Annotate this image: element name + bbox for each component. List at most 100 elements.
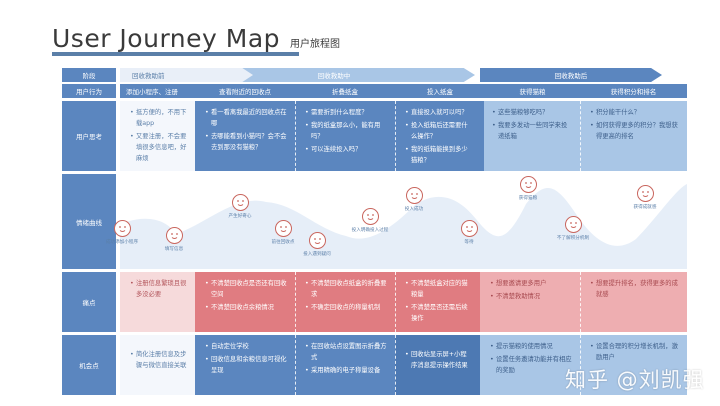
emotion-curve: [120, 184, 687, 269]
thinking-cell-6: 积分能干什么？ 如何获得更多的积分？我想获得更高的排名: [580, 101, 687, 171]
opportunity-item: 提示猫粮的使用情况: [490, 341, 572, 352]
title-underline: [52, 52, 299, 56]
emotion-face-icon: [232, 194, 249, 211]
stage-before: 回收救助前: [120, 68, 253, 82]
emotion-label: 获得猫粮: [518, 196, 538, 201]
thinking-cell-4: 直接投入就可以吗？ 投入纸箱后还需要什么操作？ 我的纸箱能换到多少猫粮？: [395, 101, 480, 171]
thinking-cell-2: 看一看离我最近的回收点在哪 去哪能看到小猫吗？会不会去到那没有猫粮？: [195, 101, 295, 171]
action-get-food: 获得猫粮: [519, 88, 546, 96]
opportunity-item: 自动定位学校: [205, 341, 287, 352]
dashed-divider: [295, 272, 296, 332]
thinking-item: 去哪能看到小猫吗？会不会去到那没有猫粮？: [205, 131, 287, 153]
opportunity-cell-1: 简化注册信息及步骤与微信直接关联: [120, 335, 195, 395]
thinking-item: 看一看离我最近的回收点在哪: [205, 107, 287, 129]
pain-item: 不确定回收点的称量机制: [305, 302, 387, 313]
pain-item: 不清楚回收点余粮情况: [205, 302, 287, 313]
thinking-item: 需要折到什么程度？: [305, 107, 387, 118]
emotion-face-icon: [637, 185, 654, 202]
action-add-miniprogram: 添加小程序、注册: [126, 88, 178, 96]
emotion-label: 成功添加小程序: [105, 240, 139, 245]
stage-after: 回收救助后: [480, 68, 662, 82]
action-view-nearby: 查看附近的回收点: [219, 88, 271, 96]
dashed-divider: [395, 101, 396, 171]
action-get-points: 获得积分和排名: [610, 88, 657, 96]
thinking-item: 又要注册，不会要填很多信息吧，好麻烦: [130, 131, 187, 164]
emotion-label: 获得成就感: [633, 205, 657, 210]
emotion-label: 投入成功: [404, 207, 424, 212]
page-header: User Journey Map 用户旅程图: [52, 24, 340, 53]
opportunity-item: 采用精确的电子称量设备: [305, 365, 387, 376]
emotion-face-icon: [275, 220, 292, 237]
thinking-item: 这些猫粮够吃吗？: [492, 107, 572, 118]
thinking-item: 可以连续投入吗？: [305, 144, 387, 155]
pain-cell-2: 不清楚回收点是否还有回收空间 不清楚回收点余粮情况: [195, 272, 295, 332]
dashed-divider: [580, 335, 581, 395]
page-title: User Journey Map: [52, 24, 281, 53]
row-label-thinking: 用户思考: [62, 101, 116, 171]
opportunity-item: 在回收站点设置图示折叠方式: [305, 341, 387, 363]
stage-row: 阶段 回收救助中 回收救助前 回收救助后: [62, 68, 687, 82]
opportunity-row: 机会点 简化注册信息及步骤与微信直接关联 自动定位学校 回收信息和余粮信息可视化…: [62, 335, 687, 395]
emotion-face-icon: [166, 227, 183, 244]
pain-cell-6: 想要提升排名，获得更多的成就感: [580, 272, 687, 332]
watermark: 知乎 @刘凯强: [565, 368, 705, 392]
opportunity-cell-6: 设置合理的积分增长机制，激励用户: [580, 335, 687, 395]
opportunity-item: 回收信息和余粮信息可视化呈现: [205, 354, 287, 376]
thinking-row: 用户思考 挺方便的，不用下载app 又要注册，不会要填很多信息吧，好麻烦 看一看…: [62, 101, 687, 171]
pain-cell-1: 注册信息繁琐且很多没必要: [120, 272, 195, 332]
pain-item: 不清楚纸盒对应的猫粮量: [405, 278, 472, 300]
stage-during: 回收救助中: [193, 68, 475, 82]
thinking-item: 积分能干什么？: [590, 107, 679, 118]
emotion-face-icon: [565, 216, 582, 233]
thinking-item: 如何获得更多的积分？我想获得更高的排名: [590, 120, 679, 142]
pain-item: 不清楚救助情况: [490, 291, 572, 302]
emotion-label: 投入明确投入过程: [351, 228, 389, 233]
pain-item: 不清楚回收点纸盒的折叠要求: [305, 278, 387, 300]
emotion-label: 等待: [464, 240, 474, 245]
thinking-cell-1: 挺方便的，不用下载app 又要注册，不会要填很多信息吧，好麻烦: [120, 101, 195, 171]
opportunity-item: 简化注册信息及步骤与微信直接关联: [130, 349, 187, 371]
thinking-item: 我的纸箱能换到多少猫粮？: [405, 144, 472, 166]
opportunity-cell-5: 提示猫粮的使用情况 设置任务邀请功能并有相应的奖励: [480, 335, 580, 395]
pain-item: 想要邀请更多用户: [490, 278, 572, 289]
pain-item: 不清楚是否还需后续操作: [405, 302, 472, 324]
opportunity-item: 设置任务邀请功能并有相应的奖励: [490, 354, 572, 376]
action-drop-box: 投入纸盒: [427, 88, 453, 96]
thinking-item: 我要多发动一些同学来投递纸箱: [492, 120, 572, 142]
opportunity-cell-4: 回收站显示屏+小程序消息提示操作结果: [395, 335, 480, 395]
thinking-cell-3: 需要折到什么程度？ 我的纸盒那么小，能有用吗？ 可以连续投入吗？: [295, 101, 395, 171]
action-fold-box: 折叠纸盒: [332, 88, 358, 96]
thinking-item: 直接投入就可以吗？: [405, 107, 472, 118]
action-row: 用户行为 添加小程序、注册 查看附近的回收点 折叠纸盒 投入纸盒 获得猫粮 获得…: [62, 84, 687, 98]
emotion-face-icon: [362, 208, 379, 225]
emotion-label: 投入遇到疑问: [303, 252, 331, 257]
pain-cell-4: 不清楚纸盒对应的猫粮量 不清楚是否还需后续操作: [395, 272, 480, 332]
dashed-divider: [295, 335, 296, 395]
pain-item: 想要提升排名，获得更多的成就感: [590, 278, 679, 300]
thinking-item: 我的纸盒那么小，能有用吗？: [305, 120, 387, 142]
emotion-label: 填写信息: [164, 247, 184, 252]
action-bar: 添加小程序、注册 查看附近的回收点 折叠纸盒 投入纸盒 获得猫粮 获得积分和排名: [120, 84, 687, 98]
pain-cell-3: 不清楚回收点纸盒的折叠要求 不确定回收点的称量机制: [295, 272, 395, 332]
emotion-face-icon: [461, 220, 478, 237]
thinking-cell-5: 这些猫粮够吃吗？ 我要多发动一些同学来投递纸箱: [482, 101, 580, 171]
pain-cell-5: 想要邀请更多用户 不清楚救助情况: [480, 272, 580, 332]
thinking-item: 挺方便的，不用下载app: [130, 107, 187, 129]
dashed-divider: [580, 101, 581, 171]
opportunity-item: 回收站显示屏+小程序消息提示操作结果: [405, 349, 472, 371]
emotion-face-icon: [406, 187, 423, 204]
row-label-action: 用户行为: [62, 84, 116, 98]
opportunity-cell-3: 在回收站点设置图示折叠方式 采用精确的电子称量设备: [295, 335, 395, 395]
emotion-face-icon: [520, 176, 537, 193]
opportunity-item: 设置合理的积分增长机制，激励用户: [590, 341, 679, 363]
pain-item: 不清楚回收点是否还有回收空间: [205, 278, 287, 300]
emotion-label: 前往回收点: [271, 240, 295, 245]
pain-item: 注册信息繁琐且很多没必要: [130, 278, 187, 300]
row-label-stage: 阶段: [62, 68, 116, 82]
row-label-emotion: 情绪曲线: [62, 174, 116, 269]
emotion-face-icon: [309, 232, 326, 249]
dashed-divider: [580, 272, 581, 332]
dashed-divider: [295, 101, 296, 171]
row-label-pain: 痛点: [62, 272, 116, 332]
emotion-label: 不了解积分机制: [556, 236, 590, 241]
